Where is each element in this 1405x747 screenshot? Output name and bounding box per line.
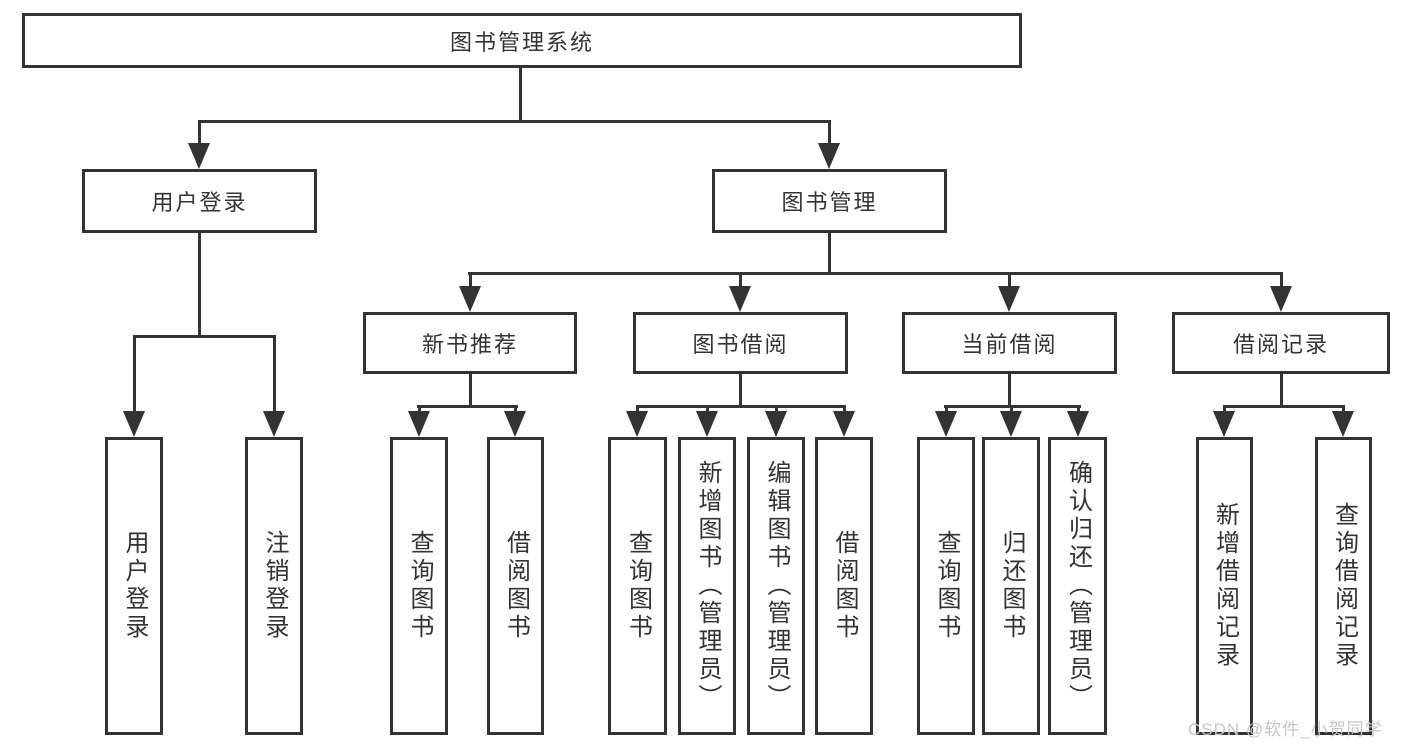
leaf-currentborrow-return-books-label: 归还图书: [998, 530, 1025, 642]
connector-bookmgmt-branch-3: [1008, 272, 1011, 288]
leaf-records-query-record: 查询借阅记录: [1315, 437, 1372, 735]
node-book-management: 图书管理: [712, 169, 947, 233]
connector-bookborrow-branch-2: [706, 405, 709, 413]
leaf-newbooks-borrow-books: 借阅图书: [487, 437, 544, 735]
arrow-down-icon: [765, 411, 787, 437]
connector-bookborrow-split: [636, 405, 846, 408]
connector-bookmgmt-branch-1: [469, 272, 472, 288]
leaf-currentborrow-query-books: 查询图书: [917, 437, 975, 735]
leaf-currentborrow-confirm-return-admin: 确认归还（管理员）: [1048, 437, 1107, 735]
connector-borrowrecords-stem: [1280, 374, 1283, 408]
connector-bookborrow-stem: [739, 374, 742, 408]
connector-newbooks-branch-2: [514, 405, 517, 413]
leaf-records-add-record-label: 新增借阅记录: [1211, 502, 1239, 670]
leaf-bookborrow-borrow-books-label: 借阅图书: [831, 530, 858, 642]
arrow-down-icon: [1000, 411, 1022, 437]
leaf-bookborrow-add-books-admin: 新增图书（管理员）: [678, 437, 736, 735]
connector-newbooks-stem: [469, 374, 472, 408]
leaf-newbooks-query-books: 查询图书: [390, 437, 448, 735]
connector-newbooks-branch-1: [418, 405, 421, 413]
leaf-bookborrow-borrow-books: 借阅图书: [815, 437, 873, 735]
connector-userlogin-split: [133, 335, 276, 338]
connector-bookmgmt-branch-4: [1280, 272, 1283, 288]
connector-root-branch-right: [828, 120, 831, 146]
node-user-login-label: 用户登录: [151, 190, 248, 215]
leaf-records-query-record-label: 查询借阅记录: [1330, 502, 1358, 670]
arrow-down-icon: [626, 411, 648, 437]
leaf-bookborrow-query-books: 查询图书: [608, 437, 667, 735]
arrow-down-icon: [833, 411, 855, 437]
arrow-down-icon: [408, 411, 430, 437]
connector-root-branch-left: [198, 120, 201, 146]
connector-borrowrecords-branch-1: [1223, 405, 1226, 413]
leaf-currentborrow-query-books-label: 查询图书: [933, 530, 960, 642]
node-borrow-records-label: 借阅记录: [1232, 332, 1329, 357]
arrow-down-icon: [998, 286, 1020, 312]
connector-currentborrow-branch-2: [1010, 405, 1013, 413]
arrow-down-icon: [696, 411, 718, 437]
arrow-down-icon: [1067, 411, 1089, 437]
leaf-newbooks-borrow-books-label: 借阅图书: [502, 530, 530, 642]
node-current-borrow: 当前借阅: [902, 312, 1117, 374]
connector-currentborrow-stem: [1008, 374, 1011, 408]
connector-bookborrow-branch-1: [636, 405, 639, 413]
connector-bookborrow-branch-4: [843, 405, 846, 413]
connector-bookborrow-branch-3: [775, 405, 778, 413]
leaf-logout-label: 注销登录: [261, 530, 288, 642]
leaf-bookborrow-add-books-admin-label: 新增图书（管理员）: [694, 460, 721, 712]
connector-userlogin-branch-left: [133, 335, 136, 413]
node-new-book-recommend: 新书推荐: [363, 312, 577, 374]
node-book-borrow: 图书借阅: [633, 312, 848, 374]
node-root: 图书管理系统: [22, 13, 1022, 68]
connector-newbooks-split: [417, 405, 518, 408]
node-user-login: 用户登录: [82, 169, 317, 233]
connector-userlogin-branch-right: [273, 335, 276, 413]
connector-root-stem: [519, 68, 522, 122]
arrow-down-icon: [188, 143, 210, 169]
arrow-down-icon: [1213, 411, 1235, 437]
leaf-currentborrow-return-books: 归还图书: [982, 437, 1040, 735]
leaf-user-login-label: 用户登录: [121, 530, 148, 642]
arrow-down-icon: [504, 411, 526, 437]
node-book-borrow-label: 图书借阅: [692, 332, 789, 357]
arrow-down-icon: [729, 286, 751, 312]
connector-borrowrecords-split: [1223, 405, 1345, 408]
node-borrow-records: 借阅记录: [1172, 312, 1390, 374]
node-root-label: 图书管理系统: [449, 29, 594, 55]
arrow-down-icon: [1332, 411, 1354, 437]
node-book-management-label: 图书管理: [781, 190, 878, 215]
leaf-newbooks-query-books-label: 查询图书: [406, 530, 433, 642]
watermark: CSDN @软件_小贺同学: [1188, 720, 1383, 739]
leaf-bookborrow-edit-books-admin: 编辑图书（管理员）: [747, 437, 805, 735]
arrow-down-icon: [935, 411, 957, 437]
leaf-bookborrow-edit-books-admin-label: 编辑图书（管理员）: [763, 460, 790, 712]
node-current-borrow-label: 当前借阅: [961, 332, 1058, 357]
leaf-bookborrow-query-books-label: 查询图书: [624, 530, 652, 642]
arrow-down-icon: [123, 411, 145, 437]
connector-borrowrecords-branch-2: [1342, 405, 1345, 413]
connector-userlogin-stem: [198, 233, 201, 337]
leaf-logout: 注销登录: [245, 437, 303, 735]
connector-root-split: [198, 120, 831, 123]
leaf-user-login: 用户登录: [105, 437, 163, 735]
arrow-down-icon: [263, 411, 285, 437]
arrow-down-icon: [459, 286, 481, 312]
connector-bookmgmt-branch-2: [739, 272, 742, 288]
connector-currentborrow-branch-1: [945, 405, 948, 413]
node-new-book-recommend-label: 新书推荐: [421, 332, 518, 357]
connector-bookmgmt-split: [468, 272, 1282, 275]
leaf-currentborrow-confirm-return-admin-label: 确认归还（管理员）: [1064, 460, 1092, 712]
connector-currentborrow-branch-3: [1077, 405, 1080, 413]
leaf-records-add-record: 新增借阅记录: [1196, 437, 1253, 735]
arrow-down-icon: [818, 143, 840, 169]
connector-bookmgmt-stem: [828, 233, 831, 275]
arrow-down-icon: [1270, 286, 1292, 312]
